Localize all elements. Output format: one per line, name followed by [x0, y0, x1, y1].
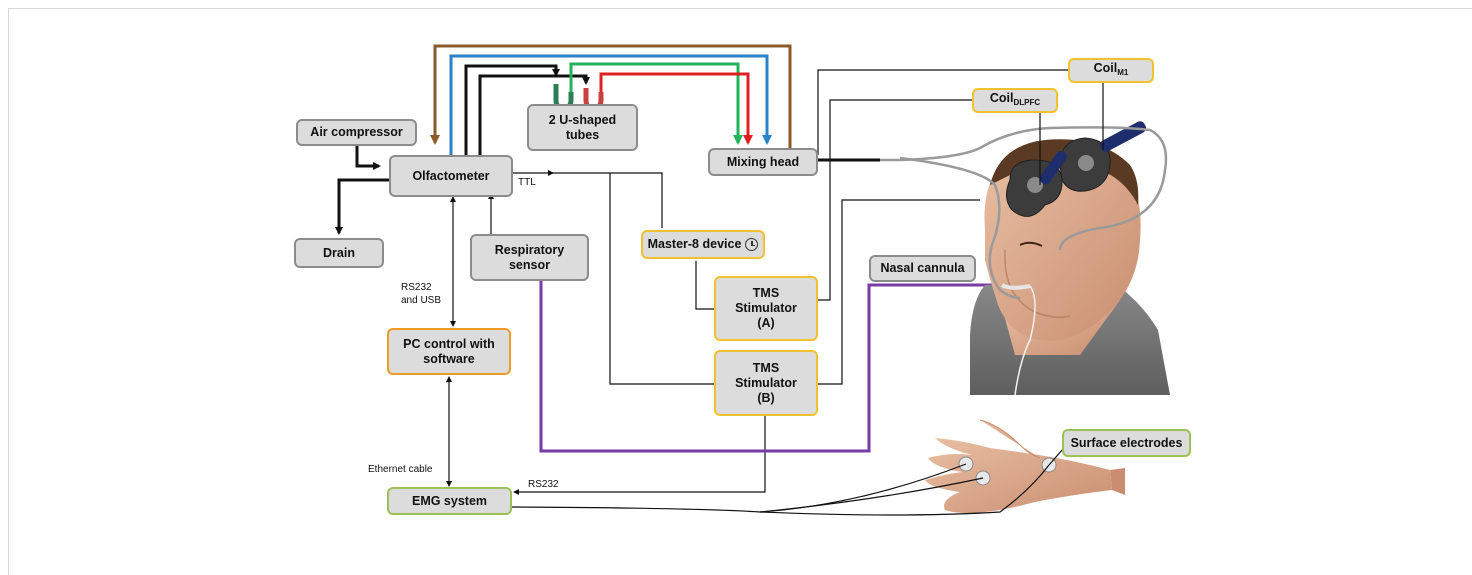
- u-shaped-tubes-box: 2 U-shaped tubes: [527, 104, 638, 151]
- coil-m1-box: CoilM1: [1068, 58, 1154, 83]
- air-compressor-label: Air compressor: [310, 125, 403, 139]
- pc-label-2: software: [423, 351, 475, 366]
- pc-control-box: PC control with software: [387, 328, 511, 375]
- u-tubes-label-1: 2 U-shaped: [548, 112, 617, 127]
- rs232-usb-label-1: RS232: [401, 282, 432, 293]
- tms-a-label-1: TMS: [752, 286, 780, 300]
- emg-system-box: EMG system: [387, 487, 512, 515]
- tms-stimulator-a-box: TMS Stimulator (A): [714, 276, 818, 341]
- respiratory-sensor-box: Respiratory sensor: [470, 234, 589, 281]
- rs232-label: RS232: [528, 479, 559, 490]
- emg-label: EMG system: [411, 493, 488, 508]
- master8-label: Master-8 device: [647, 237, 742, 251]
- figure-frame: [8, 8, 1472, 575]
- coil-dlpfc-box: CoilDLPFC: [972, 88, 1058, 113]
- surface-electrodes-label: Surface electrodes: [1070, 435, 1183, 450]
- respiratory-label-1: Respiratory: [494, 242, 565, 257]
- tms-b-label-2: Stimulator: [735, 375, 797, 390]
- blue-tube: [449, 54, 772, 155]
- pc-label-1: PC control with: [403, 336, 495, 351]
- mixing-head-box: Mixing head: [708, 148, 818, 176]
- coil-dlpfc-label: CoilDLPFC: [989, 91, 1041, 107]
- drain-label: Drain: [323, 245, 355, 260]
- olfactometer-box: Olfactometer: [389, 155, 513, 197]
- tms-a-label-2: Stimulator: [735, 301, 797, 315]
- olfactometer-label: Olfactometer: [412, 168, 490, 183]
- red-tube: [599, 72, 753, 145]
- rs232-usb-label-2: and USB: [401, 295, 442, 306]
- mixing-head-label: Mixing head: [726, 154, 800, 169]
- u-tubes-label-2: tubes: [565, 127, 600, 142]
- tms-b-label-1: TMS: [752, 360, 780, 375]
- tms-b-label-3: (B): [757, 390, 775, 405]
- master8-device-box: Master-8 device: [641, 230, 765, 259]
- air-compressor-box: Air compressor: [296, 119, 417, 146]
- black-tube-1: [464, 64, 560, 155]
- ttl-label: TTL: [518, 177, 536, 188]
- drain-box: Drain: [294, 238, 384, 268]
- black-tube-2: [478, 74, 590, 155]
- green-tube: [569, 62, 743, 145]
- respiratory-label-2: sensor: [508, 257, 550, 272]
- ethernet-cable-label: Ethernet cable: [368, 464, 433, 475]
- nasal-cannula-label: Nasal cannula: [880, 261, 965, 275]
- tms-stimulator-b-box: TMS Stimulator (B): [714, 350, 818, 416]
- surface-electrodes-box: Surface electrodes: [1062, 429, 1191, 457]
- coil-m1-label: CoilM1: [1093, 61, 1129, 77]
- nasal-cannula-box: Nasal cannula: [869, 255, 976, 282]
- hand-illustration: [925, 419, 1125, 514]
- clock-icon: [745, 238, 759, 251]
- tms-a-label-3: (A): [757, 316, 775, 330]
- brown-tube: [430, 44, 792, 152]
